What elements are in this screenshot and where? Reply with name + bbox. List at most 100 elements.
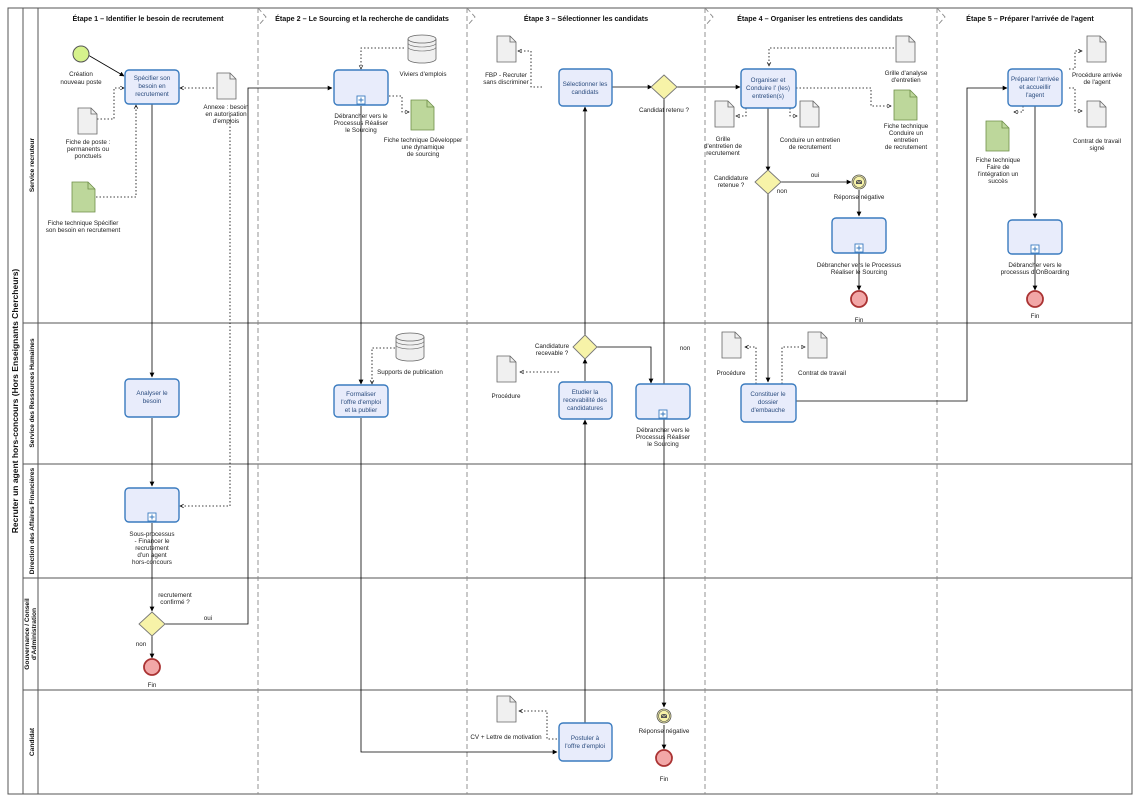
start-event[interactable]: [72, 45, 90, 63]
flow-label-non-gouvernance: non: [136, 641, 147, 648]
lane-service-recruteur: Service recruteur: [29, 137, 36, 192]
message-event-reponse-negative-entretien[interactable]: [851, 174, 867, 190]
stage-1-title: Étape 1 – Identifier le besoin de recrut…: [73, 14, 225, 23]
flow-label-non-entretien: non: [777, 188, 788, 195]
document-fiche-technique-specifier[interactable]: [71, 181, 96, 213]
document-contrat-signe[interactable]: [1086, 100, 1107, 128]
datastore-supports-publication[interactable]: [395, 332, 425, 362]
end-event-sourcing[interactable]: [850, 290, 868, 308]
associations: [96, 47, 1082, 740]
end-event-gouvernance[interactable]: [143, 658, 161, 676]
svg-text:d'Administration: d'Administration: [31, 608, 38, 660]
stage-3-title: Étape 3 – Sélectionner les candidats: [524, 14, 648, 23]
end-event-onboarding-label: Fin: [1031, 313, 1040, 320]
document-fiche-technique-sourcing[interactable]: [410, 99, 435, 131]
document-grille-entretien[interactable]: [714, 100, 735, 128]
flow-label-oui-entretien: oui: [811, 172, 819, 179]
message-event-reponse-negative-candidat[interactable]: [656, 708, 672, 724]
gateway-candidature-retenue[interactable]: [754, 169, 782, 195]
stage-5-title: Étape 5 – Préparer l'arrivée de l'agent: [966, 14, 1094, 23]
document-procedure-rh-etape3[interactable]: [496, 355, 517, 383]
subprocess-debrancher-sourcing-3[interactable]: [831, 217, 887, 254]
end-event-onboarding[interactable]: [1026, 290, 1044, 308]
stage-4-title: Étape 4 – Organiser les entretiens des c…: [737, 14, 903, 23]
document-contrat-travail[interactable]: [807, 331, 828, 359]
document-conduire-entretien[interactable]: [799, 100, 820, 128]
lane-affaires-financieres: Direction des Affaires Financières: [29, 467, 36, 574]
flow-label-oui-gouvernance: oui: [204, 615, 212, 622]
document-contrat-travail-label: Contrat de travail: [798, 370, 846, 377]
document-fbp[interactable]: [496, 35, 517, 63]
pool-title: Recruter un agent hors-concours (Hors En…: [10, 269, 20, 534]
end-event-candidat[interactable]: [655, 749, 673, 767]
lane-ressources-humaines: Service des Ressources Humaines: [29, 338, 36, 448]
message-event-reponse-negative-candidat-label: Réponse négative: [639, 728, 690, 735]
lane-gouvernance: Gouvernance / Conseil d'Administration: [24, 598, 38, 670]
lane-candidat: Candidat: [29, 727, 36, 756]
svg-text:Postuler àl'offre d'emploi: Postuler àl'offre d'emploi: [565, 735, 605, 750]
gateway-candidat-retenu-label: Candidat retenu ?: [639, 107, 690, 114]
stage-header-arrows: [257, 7, 946, 27]
document-procedure-arrivee[interactable]: [1086, 35, 1107, 63]
document-grille-analyse[interactable]: [895, 35, 916, 63]
document-annexe[interactable]: [216, 72, 237, 100]
stage-2-title: Étape 2 – Le Sourcing et la recherche de…: [275, 14, 449, 23]
subprocess-debrancher-sourcing-2[interactable]: [635, 383, 691, 420]
svg-text:Gouvernance / Conseil: Gouvernance / Conseil: [24, 598, 31, 670]
document-procedure-rh-etape4-label: Procédure: [716, 370, 746, 377]
subprocess-debrancher-onboarding[interactable]: [1007, 219, 1063, 255]
flow-label-non-recevable: non: [680, 345, 691, 352]
datastore-viviers-emplois[interactable]: [407, 34, 437, 64]
message-event-reponse-negative-entretien-label: Réponse négative: [834, 194, 885, 201]
gateway-candidature-recevable[interactable]: [572, 334, 598, 360]
document-procedure-rh-etape4[interactable]: [721, 331, 742, 359]
subprocess-debrancher-sourcing-1[interactable]: [333, 69, 389, 106]
gateway-candidat-retenu[interactable]: [650, 74, 678, 100]
document-fiche-technique-integration[interactable]: [985, 120, 1010, 152]
document-fiche-technique-entretien[interactable]: [893, 89, 918, 121]
gateway-recrutement-confirme[interactable]: [138, 611, 166, 637]
document-cv-lettre-label: CV + Lettre de motivation: [470, 734, 542, 741]
document-fiche-poste[interactable]: [77, 107, 98, 135]
datastore-supports-publication-label: Supports de publication: [377, 369, 443, 376]
subprocess-financer-recrutement[interactable]: [124, 487, 180, 523]
document-procedure-rh-etape3-label: Procédure: [491, 393, 521, 400]
document-cv-lettre[interactable]: [496, 695, 517, 723]
